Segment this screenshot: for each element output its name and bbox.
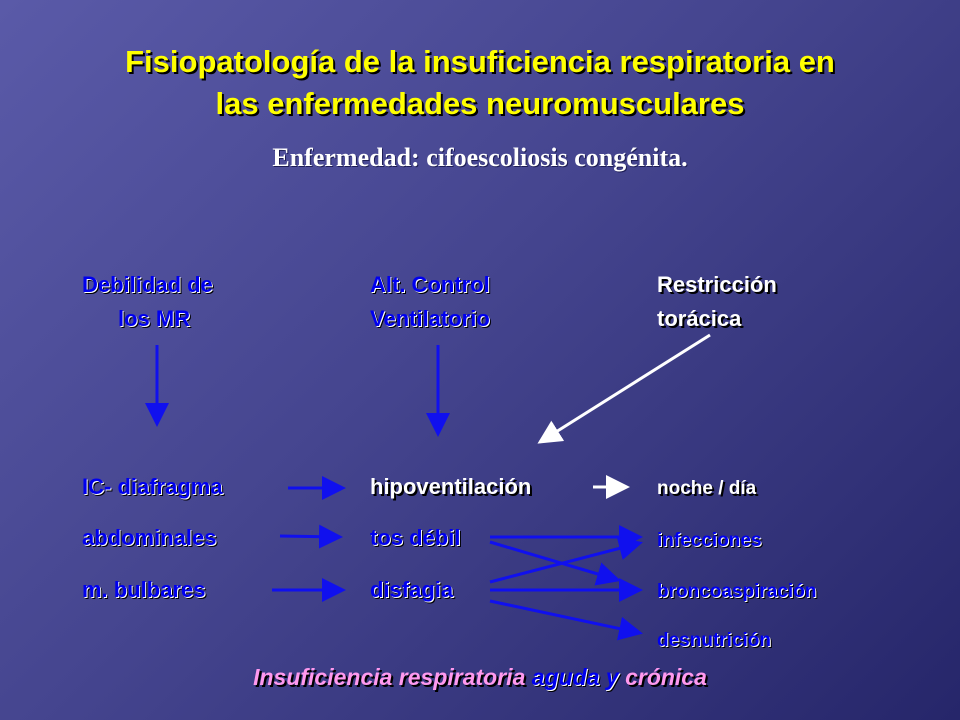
header-restriccion-line-2: torácica — [657, 306, 742, 331]
arrow-tos-to-broncoaspiracion — [489, 540, 621, 586]
right-item-desnutricion: desnutrición — [657, 630, 772, 651]
subtitle: Enfermedad: cifoescoliosis congénita. — [272, 143, 688, 172]
footer-part-3: crónica — [625, 664, 707, 690]
footer-part-1: Insuficiencia respiratoria — [253, 664, 526, 690]
title-line-1: Fisiopatología de la insuficiencia respi… — [125, 44, 835, 79]
middle-item-tos-debil: tos débil — [370, 525, 461, 550]
middle-item-hipoventilacion: hipoventilación — [370, 474, 532, 499]
arrow-disfagia-to-infecciones — [489, 536, 643, 584]
arrow-disfagia-to-desnutricion — [489, 599, 643, 641]
title-line-2: las enfermedades neuromusculares — [215, 86, 745, 121]
header-debilidad-line-2: los MR — [118, 306, 191, 331]
right-item-broncoaspiracion: broncoaspiración — [657, 581, 817, 602]
header-control-line-1: Alt. Control — [370, 272, 490, 297]
left-item-diafragma: IC- diafragma — [82, 474, 223, 499]
header-restriccion-line-1: Restricción — [657, 272, 777, 297]
header-control-line-2: Ventilatorio — [370, 306, 490, 331]
arrow-restriccion-to-hipoventilacion — [537, 333, 711, 444]
arrow-abdominales-to-tos — [279, 524, 343, 549]
left-item-abdominales: abdominales — [82, 525, 217, 550]
header-debilidad-line-1: Debilidad de — [82, 272, 213, 297]
left-item-bulbares: m. bulbares — [82, 577, 206, 602]
footer: Insuficiencia respiratoria aguda y cróni… — [0, 664, 960, 691]
footer-part-2: aguda y — [531, 664, 619, 690]
middle-item-disfagia: disfagia — [370, 577, 454, 602]
right-item-infecciones: infecciones — [657, 530, 762, 551]
right-item-noche-dia: noche / día — [657, 478, 757, 499]
